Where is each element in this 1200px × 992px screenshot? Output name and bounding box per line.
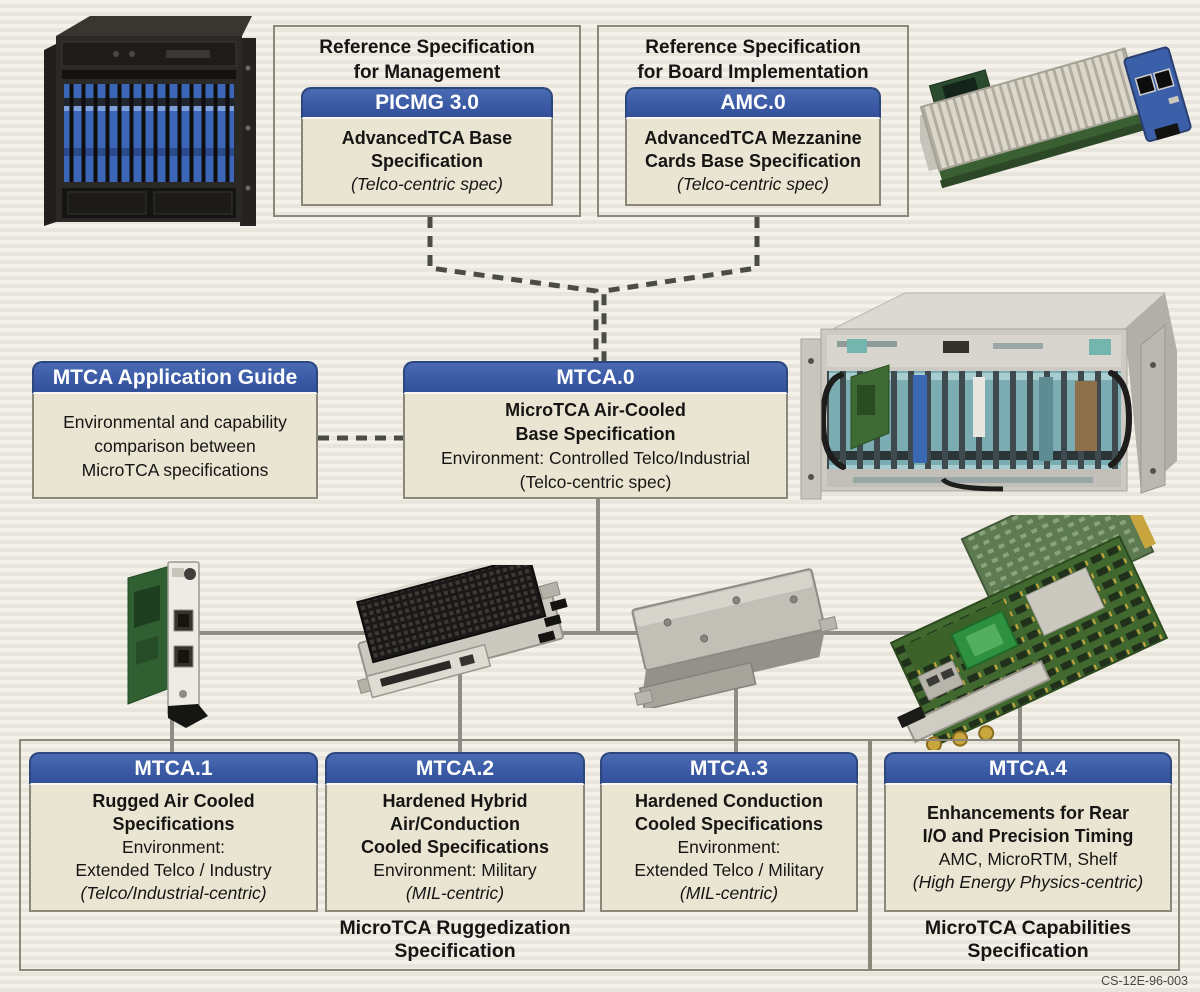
- title-line: for Management: [353, 62, 501, 83]
- body-note: (MIL-centric): [405, 883, 505, 903]
- body-note: (Telco-centric spec): [676, 174, 830, 194]
- body-line: Specifications: [112, 814, 235, 834]
- ref-board-title: Reference Specification for Board Implem…: [599, 27, 907, 85]
- mtca4-body: Enhancements for Rear I/O and Precision …: [884, 785, 1172, 912]
- app-guide-box: MTCA Application Guide Environmental and…: [32, 361, 318, 499]
- ref-management-header: PICMG 3.0: [301, 87, 553, 119]
- mtca3-header: MTCA.3: [600, 752, 858, 785]
- mtca1-body: Rugged Air Cooled Specifications Environ…: [29, 785, 318, 912]
- caption-line: Specification: [967, 940, 1089, 962]
- ref-management-box: Reference Specification for Management P…: [273, 25, 581, 217]
- body-line: Extended Telco / Industry: [75, 860, 272, 880]
- photo-conduction-cooled-module: [631, 568, 838, 708]
- figure-code: CS-12E-96-003: [1101, 974, 1188, 988]
- body-line: Environment:: [677, 837, 781, 857]
- body-line: Environmental and capability: [63, 411, 287, 432]
- body-line: comparison between: [94, 435, 256, 456]
- mtca4-header: MTCA.4: [884, 752, 1172, 785]
- body-line: Extended Telco / Military: [634, 860, 824, 880]
- caption-line: MicroTCA Ruggedization: [339, 917, 571, 939]
- body-note: (MIL-centric): [679, 883, 779, 903]
- photo-microtca-chassis: [800, 292, 1177, 500]
- body-line: I/O and Precision Timing: [922, 825, 1134, 846]
- mtca4-box: MTCA.4 Enhancements for Rear I/O and Pre…: [884, 752, 1172, 912]
- mtca2-box: MTCA.2 Hardened Hybrid Air/Conduction Co…: [325, 752, 585, 912]
- body-line: Cooled Specifications: [634, 814, 824, 834]
- mtca2-header: MTCA.2: [325, 752, 585, 785]
- caption-line: Specification: [394, 940, 516, 962]
- ruggedization-group-frame: [19, 739, 870, 971]
- mtca0-body: MicroTCA Air-Cooled Base Specification E…: [403, 394, 788, 499]
- body-line: Base Specification: [515, 423, 676, 444]
- body-line: Enhancements for Rear: [926, 802, 1130, 823]
- photo-rugged-air-cooled-module: [127, 561, 208, 728]
- body-note: (Telco-centric spec): [350, 174, 504, 194]
- body-line: AMC, MicroRTM, Shelf: [938, 848, 1118, 869]
- body-note: (Telco/Industrial-centric): [80, 883, 267, 903]
- body-line: Hardened Conduction: [635, 791, 823, 811]
- mtca2-body: Hardened Hybrid Air/Conduction Cooled Sp…: [325, 785, 585, 912]
- body-line: Environment:: [121, 837, 226, 857]
- body-line: (Telco-centric spec): [519, 471, 672, 492]
- body-line: MicroTCA Air-Cooled: [505, 399, 686, 420]
- photo-hybrid-cooled-module: [356, 565, 568, 699]
- title-line: for Board Implementation: [637, 62, 869, 83]
- body-line: Cards Base Specification: [644, 151, 862, 171]
- ref-board-box: Reference Specification for Board Implem…: [597, 25, 909, 217]
- title-line: Reference Specification: [319, 37, 535, 58]
- body-line: Rugged Air Cooled: [92, 791, 255, 811]
- dashed-picmg-to-mtca0: [427, 217, 599, 364]
- body-line: AdvancedTCA Mezzanine: [644, 128, 862, 148]
- body-line: Environment: Military: [373, 860, 537, 880]
- body-line: AdvancedTCA Base: [341, 128, 513, 148]
- body-line: Hardened Hybrid: [382, 791, 528, 811]
- capabilities-caption: MicroTCA Capabilities Specification: [884, 917, 1172, 963]
- ruggedization-caption: MicroTCA Ruggedization Specification: [250, 917, 660, 963]
- mtca3-body: Hardened Conduction Cooled Specification…: [600, 785, 858, 912]
- body-line: Environment: Controlled Telco/Industrial: [440, 447, 750, 468]
- ref-board-body: AdvancedTCA Mezzanine Cards Base Specifi…: [625, 119, 881, 206]
- app-guide-body: Environmental and capability comparison …: [32, 394, 318, 499]
- dashed-amc0-to-mtca0: [601, 217, 760, 364]
- caption-line: MicroTCA Capabilities: [924, 917, 1132, 939]
- body-line: MicroTCA specifications: [81, 459, 269, 480]
- photo-amc-module: [920, 46, 1192, 189]
- mtca0-header: MTCA.0: [403, 361, 788, 394]
- title-line: Reference Specification: [645, 37, 861, 58]
- mtca1-box: MTCA.1 Rugged Air Cooled Specifications …: [29, 752, 318, 912]
- app-guide-header: MTCA Application Guide: [32, 361, 318, 394]
- body-line: Cooled Specifications: [360, 837, 550, 857]
- mtca1-header: MTCA.1: [29, 752, 318, 785]
- body-note: (High Energy Physics-centric): [912, 871, 1144, 892]
- mtca0-box: MTCA.0 MicroTCA Air-Cooled Base Specific…: [403, 361, 788, 499]
- body-line: Air/Conduction: [390, 814, 520, 834]
- ref-management-body: AdvancedTCA Base Specification (Telco-ce…: [301, 119, 553, 206]
- body-line: Specification: [370, 151, 484, 171]
- mtca3-box: MTCA.3 Hardened Conduction Cooled Specif…: [600, 752, 858, 912]
- photo-advancedtca-shelf: [44, 16, 256, 226]
- ref-management-title: Reference Specification for Management: [275, 27, 579, 85]
- capabilities-group-frame: [870, 739, 1180, 971]
- photo-rear-io-timing-amc: [889, 515, 1169, 750]
- ref-board-header: AMC.0: [625, 87, 881, 119]
